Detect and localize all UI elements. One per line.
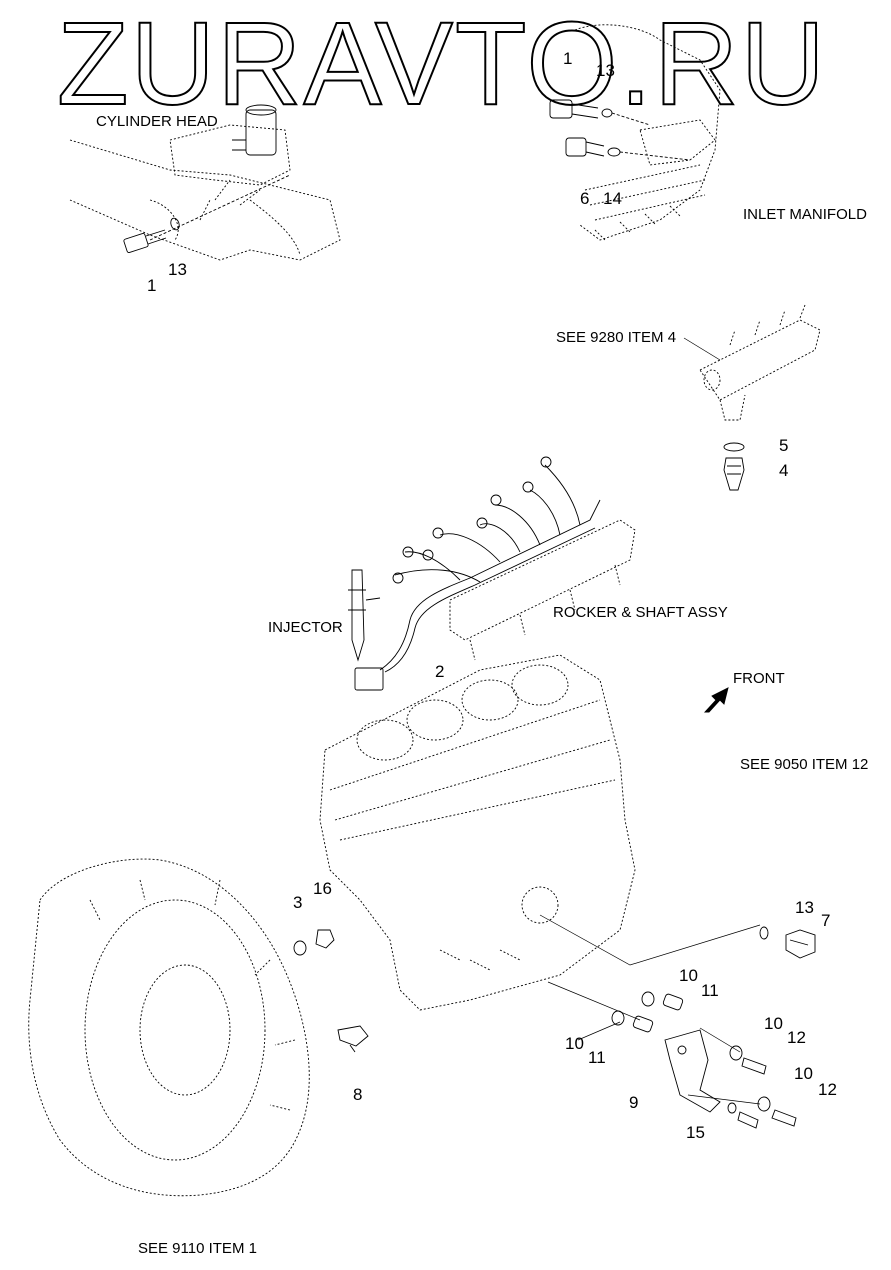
callout-1-left: 1 [147,276,157,295]
sensor-6 [565,137,691,161]
caption-see-9280: SEE 9280 ITEM 4 [556,329,677,346]
callout-12-b: 12 [818,1080,837,1099]
callout-13-top: 13 [596,61,615,80]
watermark-logo: ZURAVTO.RU [56,8,827,118]
callout-9: 9 [629,1093,639,1112]
callout-13-low: 13 [795,898,814,917]
rocker-shaft-drawing [449,519,636,661]
dowels-and-bolts [611,991,797,1129]
plug-16 [293,929,335,956]
callout-2: 2 [435,662,445,681]
banjo-bolt-4 [723,442,745,491]
wiring-harness-drawing [354,456,601,691]
callout-12-a: 12 [787,1028,806,1047]
sensor-1-top [549,99,651,126]
inlet-manifold-drawing [574,24,721,241]
callout-6: 6 [580,189,590,208]
caption-see-9050: SEE 9050 ITEM 12 [740,756,869,773]
caption-see-9110: SEE 9110 ITEM 1 [138,1240,257,1257]
caption-rocker-shaft: ROCKER & SHAFT ASSY [553,604,728,621]
caption-cylinder-head: CYLINDER HEAD [96,113,218,130]
watermark-text: ZURAVTO.RU [57,8,827,118]
sensor-1-left [123,174,291,253]
caption-front: FRONT [733,670,785,687]
callout-5: 5 [779,436,789,455]
callout-13-left: 13 [168,260,187,279]
front-arrow [703,687,729,713]
callout-1-top: 1 [563,49,573,68]
sensor-7 [759,926,816,959]
bracket-9 [664,1029,721,1113]
callout-7: 7 [821,911,831,930]
callout-14: 14 [603,189,622,208]
callout-10-b: 10 [565,1034,584,1053]
caption-injector: INJECTOR [268,619,343,636]
callout-10-d: 10 [794,1064,813,1083]
callout-10-a: 10 [679,966,698,985]
flywheel-housing-drawing [28,858,310,1197]
caption-inlet-manifold: INLET MANIFOLD [743,206,867,223]
callout-4: 4 [779,461,789,480]
callout-3: 3 [293,893,303,912]
callout-16: 16 [313,879,332,898]
leader-lines [547,981,761,1105]
fuel-rail-drawing [699,304,821,421]
cylinder-head-drawing [69,124,341,261]
callout-11-a: 11 [701,981,719,1000]
engine-block-drawing [319,654,636,1011]
callout-11-b: 11 [588,1048,606,1067]
callout-8: 8 [353,1085,363,1104]
injector-drawing [348,569,381,662]
crank-sensor-8 [337,1025,369,1053]
temp-sensor-head [232,104,277,156]
callout-15: 15 [686,1123,705,1142]
callout-10-c: 10 [764,1014,783,1033]
